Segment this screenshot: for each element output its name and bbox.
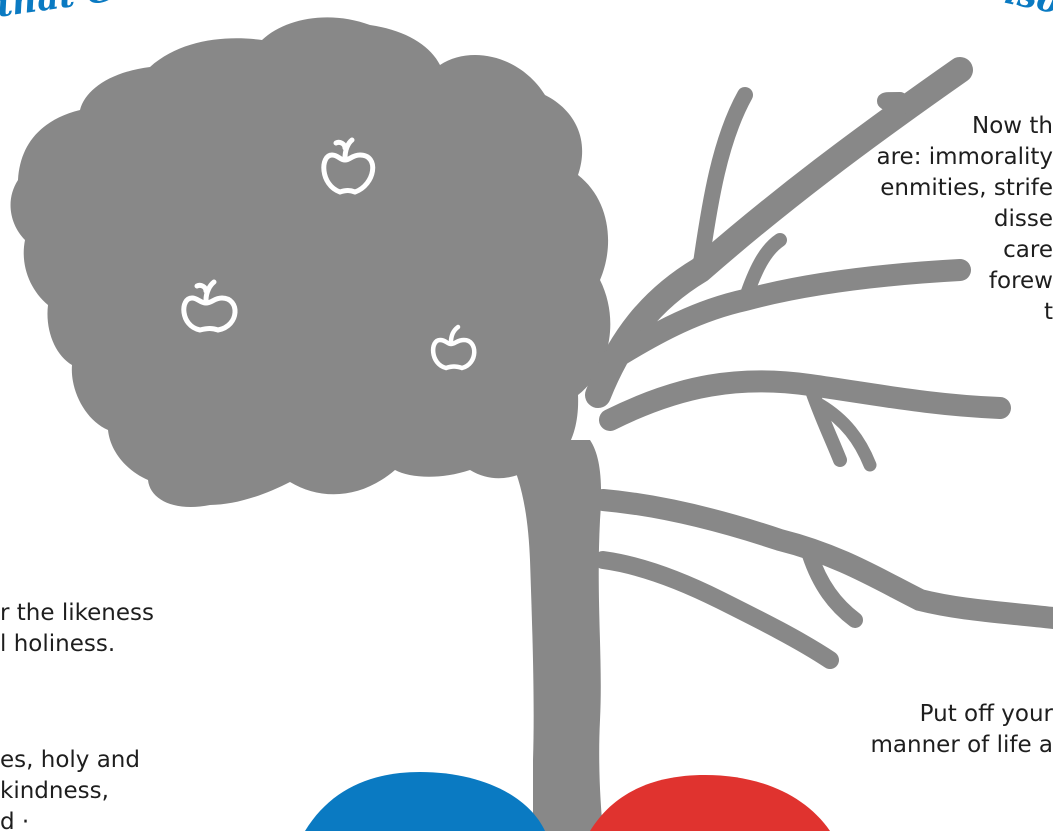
works-of-flesh-text: Now th are: immorality enmities, strife … <box>877 111 1053 328</box>
text-line: forew <box>988 268 1053 294</box>
tree-branch <box>692 87 753 278</box>
text-line: care <box>1003 237 1053 263</box>
text-line: kindness, <box>0 778 109 804</box>
tree-branch <box>594 551 839 669</box>
text-line: t <box>1043 299 1053 325</box>
text-line: enmities, strife <box>880 175 1053 201</box>
text-line: are: immorality <box>876 144 1053 170</box>
likeness-text: r the likeness l holiness. <box>0 598 154 660</box>
apple-icon <box>181 279 238 333</box>
tree-branch <box>877 92 908 116</box>
tree-branch <box>738 233 787 307</box>
text-line: l holiness. <box>0 631 116 657</box>
apple-icon <box>431 324 477 371</box>
text-line: d · <box>0 809 30 831</box>
put-off-text: Put off your manner of life a <box>871 699 1053 761</box>
text-line: manner of life a <box>870 732 1053 758</box>
tree-branch <box>802 547 863 628</box>
holy-and-beloved-text: es, holy and kindness, d · <box>0 745 140 831</box>
tree-canopy <box>10 17 611 508</box>
heart-blue <box>305 772 545 831</box>
tree-branch <box>813 398 877 472</box>
tree-trunk <box>500 440 603 831</box>
text-line: Now th <box>972 113 1053 139</box>
text-line: disse <box>993 206 1053 232</box>
tree-branch <box>592 489 1053 629</box>
tree-branch <box>803 378 847 467</box>
apple-icon <box>321 137 376 195</box>
heart-red <box>590 775 830 831</box>
text-line: es, holy and <box>0 747 140 773</box>
text-line: r the likeness <box>0 600 154 626</box>
text-line: Put off your <box>919 701 1053 727</box>
